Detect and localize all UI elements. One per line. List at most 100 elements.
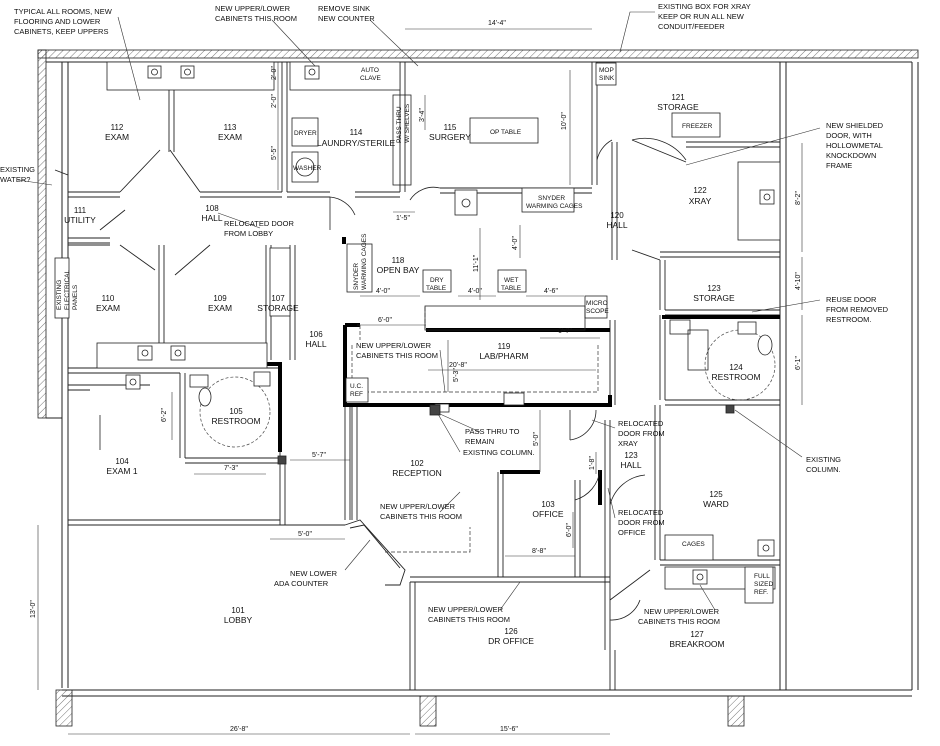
room-name: EXAM bbox=[96, 303, 120, 313]
dimension-text: 20'-8" bbox=[449, 362, 467, 369]
room-number: 104 bbox=[115, 457, 129, 466]
room-name: HALL bbox=[606, 220, 628, 230]
uc-ref-label: U.C.REF bbox=[350, 383, 363, 398]
room-name: STORAGE bbox=[693, 293, 735, 303]
dimension-text: 8'-2" bbox=[795, 191, 802, 205]
dimension-text: 8'-8" bbox=[532, 548, 546, 555]
room-name: SURGERY bbox=[429, 132, 471, 142]
dimension-text: 5'-3" bbox=[453, 368, 460, 382]
fixtures bbox=[54, 61, 781, 604]
room-number: 120 bbox=[610, 211, 624, 220]
room-number: 125 bbox=[709, 490, 723, 499]
snyder-left-label: SNYDERWARMING CAGES bbox=[353, 233, 368, 290]
room-name: EXAM bbox=[218, 132, 242, 142]
dimension-text: 6'-0" bbox=[566, 523, 573, 537]
room-number: 106 bbox=[309, 330, 323, 339]
room-name: EXAM bbox=[105, 132, 129, 142]
room-number: 103 bbox=[541, 500, 555, 509]
op-table-label: OP TABLE bbox=[490, 129, 522, 136]
dimension-text: 4'-6" bbox=[544, 288, 558, 295]
room-name: EXAM 1 bbox=[106, 466, 137, 476]
cages-label: CAGES bbox=[682, 541, 705, 548]
electrical-panels-label: EXISTINGELECTRICALPANELS bbox=[56, 270, 79, 310]
dimension-text: 5'-0" bbox=[533, 432, 540, 446]
room-name: HALL bbox=[201, 213, 223, 223]
dimension-text: 5'-0" bbox=[298, 531, 312, 538]
dimension-text: 11'-1" bbox=[473, 254, 480, 272]
room-number: 123 bbox=[707, 284, 721, 293]
room-name: RESTROOM bbox=[711, 372, 760, 382]
dimension-lines bbox=[37, 28, 803, 735]
room-name: RECEPTION bbox=[392, 468, 442, 478]
room-number: 107 bbox=[271, 294, 285, 303]
room-name: EXAM bbox=[208, 303, 232, 313]
room-number: 123 bbox=[624, 451, 638, 460]
dimension-text: 4'-0" bbox=[512, 236, 519, 250]
room-number: 115 bbox=[444, 123, 457, 132]
dimension-text: 15'-6" bbox=[500, 726, 518, 733]
dimension-text: 6'-7" bbox=[558, 328, 572, 335]
dimension-text: 7'-3" bbox=[224, 465, 238, 472]
dimension-text: 1'-8" bbox=[589, 456, 596, 470]
dimension-text: 6'-2" bbox=[161, 408, 168, 422]
room-number: 119 bbox=[498, 342, 511, 351]
room-name: XRAY bbox=[689, 196, 712, 206]
dimension-text: 13'-0" bbox=[30, 600, 37, 618]
room-number: 109 bbox=[213, 294, 227, 303]
room-number: 108 bbox=[205, 204, 219, 213]
room-number: 118 bbox=[392, 256, 405, 265]
dimension-text: 6'-0" bbox=[378, 317, 392, 324]
ada-counter bbox=[344, 519, 406, 586]
exterior-walls bbox=[37, 49, 919, 727]
dryer-label: DRYER bbox=[294, 130, 317, 137]
room-name: DR OFFICE bbox=[488, 636, 534, 646]
exterior-lines bbox=[46, 61, 919, 697]
room-number: 102 bbox=[410, 459, 424, 468]
room-name: LAUNDRY/STERILE bbox=[317, 138, 396, 148]
room-number: 114 bbox=[350, 128, 363, 137]
room-name: RESTROOM bbox=[211, 416, 260, 426]
dimension-text: 26'-8" bbox=[230, 726, 248, 733]
dimension-text: 4'-0" bbox=[376, 288, 390, 295]
note-existing-column-1: EXISTING COLUMN. bbox=[463, 448, 535, 457]
dimension-text: 4'-10" bbox=[795, 272, 802, 290]
room-number: 105 bbox=[229, 407, 243, 416]
dimension-text: 5'-5" bbox=[271, 146, 278, 160]
room-number: 122 bbox=[693, 186, 707, 195]
room-name: HALL bbox=[620, 460, 642, 470]
freezer-label: FREEZER bbox=[682, 123, 713, 130]
room-labels: 112 EXAM 113 EXAM 114 LAUNDRY/STERILE 11… bbox=[64, 93, 760, 649]
dimension-text: 2'-0" bbox=[271, 66, 278, 80]
room-name: LAB/PHARM bbox=[479, 351, 528, 361]
room-number: 121 bbox=[671, 93, 685, 102]
room-number: 127 bbox=[690, 630, 704, 639]
room-number: 126 bbox=[504, 627, 518, 636]
dimension-text: 5'-7" bbox=[312, 452, 326, 459]
